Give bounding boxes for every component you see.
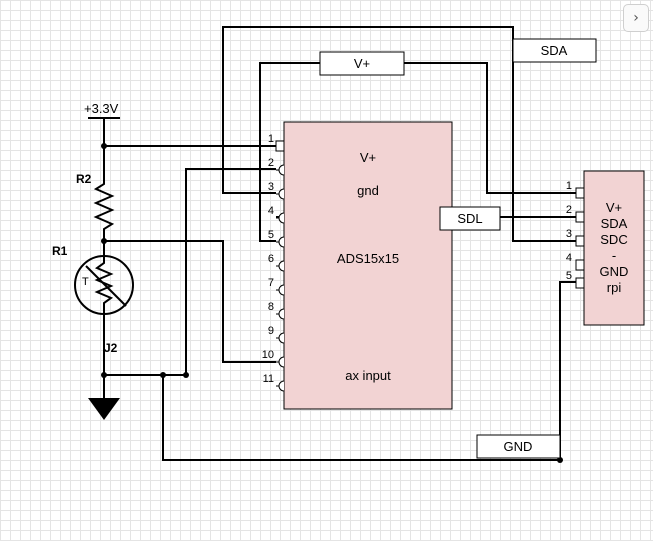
adc-pin-number: 3 (268, 181, 274, 193)
ground-symbol (88, 398, 120, 420)
junction-supply (101, 143, 107, 149)
rpi-pins: 1 2 3 4 5 (566, 180, 585, 289)
resistor-r2[interactable] (93, 178, 115, 238)
rpi-pin-5[interactable]: 5 (566, 270, 585, 289)
adc-pin-8[interactable]: 8 (268, 301, 285, 320)
adc-pin-number: 8 (268, 301, 274, 313)
chevron-right-icon: › (633, 10, 639, 26)
rpi-pin-4[interactable]: 4 (566, 252, 585, 271)
net-label-sda-box[interactable] (512, 38, 597, 63)
net-label-gnd-box[interactable] (476, 434, 561, 459)
adc-pin-number: 2 (268, 157, 274, 169)
supply-label: +3.3V (84, 101, 119, 116)
rpi-line-sdc: SDC (600, 232, 627, 247)
rpi-pin-number: 4 (566, 252, 572, 264)
rpi-pin-3[interactable]: 3 (566, 228, 585, 247)
adc-pin-number: 7 (268, 277, 274, 289)
rpi-line-sda: SDA (601, 216, 628, 231)
net-label-gnd: GND (504, 439, 533, 454)
rpi-pin-number: 2 (566, 204, 572, 216)
adc-pin-1[interactable]: 1 (268, 133, 285, 152)
rpi-pin-number: 3 (566, 228, 572, 240)
adc-pin-2[interactable]: 2 (268, 157, 285, 176)
net-label-sda: SDA (541, 43, 568, 58)
adc-pin-5[interactable]: 5 (268, 229, 285, 248)
adc-pin-number: 4 (268, 205, 274, 217)
junction-ground-mid (160, 372, 166, 378)
junctions (101, 143, 563, 463)
net-label-vplus-box[interactable] (319, 51, 405, 76)
adc-pin-number: 9 (268, 325, 274, 337)
adc-vplus-label: V+ (360, 150, 376, 165)
adc-pin-6[interactable]: 6 (268, 253, 285, 272)
junction-divider (101, 238, 107, 244)
adc-gnd-label: gnd (357, 183, 379, 198)
adc-pin-10[interactable]: 10 (262, 349, 285, 368)
adc-pin-number: 10 (262, 349, 274, 361)
net-label-sdl-box[interactable] (439, 206, 501, 231)
junction-ground-left (101, 372, 107, 378)
r2-label: R2 (76, 172, 92, 186)
thermistor-r1[interactable] (74, 252, 134, 318)
rpi-line-dash: - (612, 248, 616, 263)
adc-pin-9[interactable]: 9 (268, 325, 285, 344)
adc-ax-input-label: ax input (345, 368, 391, 383)
adc-pin-11[interactable]: 11 (263, 373, 285, 392)
rpi-line-rpi: rpi (607, 280, 622, 295)
rpi-pin-2[interactable]: 2 (566, 204, 585, 223)
panel-toggle-button[interactable]: › (623, 4, 649, 32)
rpi-pin-1[interactable]: 1 (566, 180, 585, 199)
adc-pin-4[interactable]: 4 (268, 205, 285, 224)
wire-sda (222, 26, 576, 242)
adc-pin-7[interactable]: 7 (268, 277, 285, 296)
adc-chip[interactable] (283, 121, 453, 410)
rpi-pin-number: 5 (566, 270, 572, 282)
thermistor-t-label: T (82, 276, 89, 288)
rpi-pin-number: 1 (566, 180, 572, 192)
adc-pin-number: 5 (268, 229, 274, 241)
r1-label: R1 (52, 244, 68, 258)
adc-title: ADS15x15 (337, 251, 399, 266)
junction-ground-right (183, 372, 189, 378)
wire-divider-pin10 (104, 240, 276, 363)
rpi-line-gnd: GND (600, 264, 629, 279)
wire-ground-pin2 (185, 168, 276, 375)
adc-pin-number: 11 (263, 373, 274, 385)
adc-pin-number: 1 (268, 133, 274, 145)
net-label-sdl: SDL (457, 211, 482, 226)
rpi-line-vplus: V+ (606, 200, 622, 215)
adc-pin-3[interactable]: 3 (268, 181, 285, 200)
adc-pin-number: 6 (268, 253, 274, 265)
j2-label: J2 (104, 341, 118, 355)
adc-pins: 1 2 3 4 5 6 7 8 9 10 11 (262, 133, 285, 392)
rpi-header[interactable] (583, 170, 645, 326)
net-label-vplus: V+ (354, 56, 370, 71)
